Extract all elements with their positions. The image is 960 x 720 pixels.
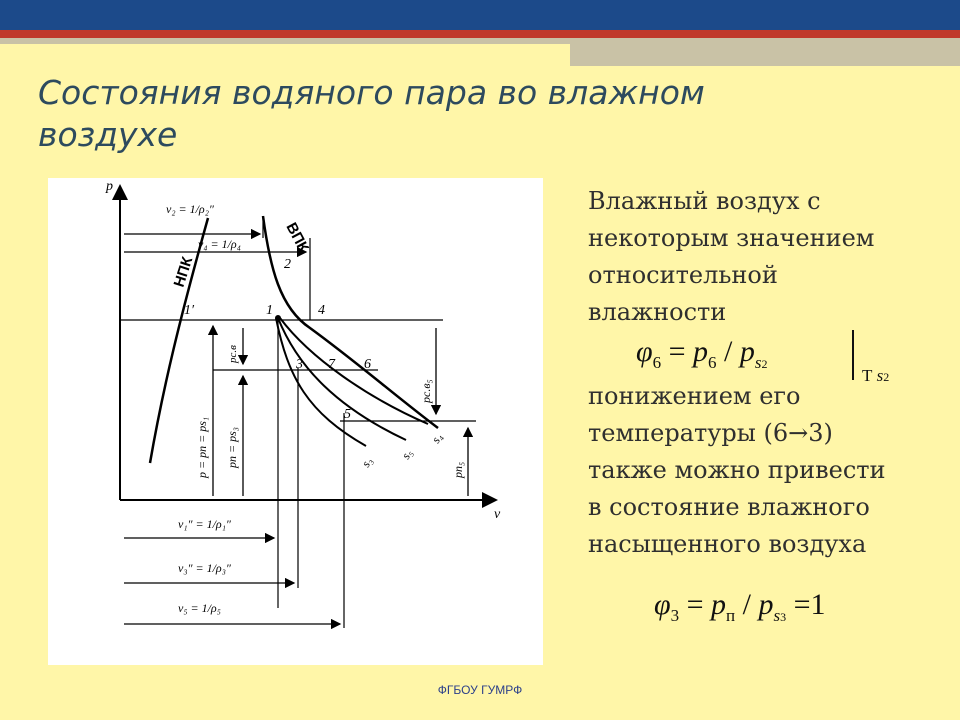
header-bar-right <box>570 44 960 66</box>
dim-label-v1: v₁″ = 1/ρ₁″ <box>178 517 232 531</box>
formula-phi6: φ6 = p6 / ps2 <box>636 335 768 372</box>
dim-label-p: p = pп = ps₁ <box>195 417 209 479</box>
text-line-2: некоторым значением <box>588 224 875 252</box>
slide-title: Состояния водяного пара во влажном возду… <box>38 73 705 154</box>
point-label-2: 2 <box>284 257 291 272</box>
dim-label-pn5: pп₅ <box>451 462 465 479</box>
footer-org: ФГБОУ ГУМРФ <box>437 683 523 697</box>
header-bar-blue <box>0 0 960 30</box>
dim-label-pn-ps3: pп = ps₃ <box>225 427 239 469</box>
pv-diagram-svg: p v НПК ВПК 1 1′ 2 3 4 5 6 7 s₃ s₅ s₄ v₂… <box>105 179 501 630</box>
point-label-5: 5 <box>344 407 351 422</box>
explanation-text: Влажный воздух с некоторым значением отн… <box>588 183 958 331</box>
dim-label-v3: v₃″ = 1/ρ₃″ <box>178 561 232 575</box>
dim-label-pcv5: pс.в₅ <box>419 379 433 404</box>
text-line-6: температуры (6→3) <box>588 419 833 447</box>
axis-p-label: p <box>105 179 113 194</box>
formula-phi3: φ3 = pп / ps3 =1 <box>654 588 826 625</box>
pv-diagram: p v НПК ВПК 1 1′ 2 3 4 5 6 7 s₃ s₅ s₄ v₂… <box>48 178 543 665</box>
point-label-7: 7 <box>328 357 336 372</box>
isotherm-5 <box>277 317 407 441</box>
formula-eval-subscript: T s2 <box>862 366 890 385</box>
text-line-5: понижением его <box>588 382 801 410</box>
point-label-4: 4 <box>318 303 325 318</box>
dim-label-v4: v₄ = 1/ρ₄ <box>198 237 241 251</box>
point-label-6: 6 <box>364 357 371 372</box>
point-label-3: 3 <box>295 357 303 372</box>
point-label-1: 1 <box>266 303 273 318</box>
text-line-9: насыщенного воздуха <box>588 530 867 558</box>
dim-label-v5: v₅ = 1/ρ₅ <box>178 601 221 615</box>
point-label-1prime: 1′ <box>184 303 195 318</box>
isotherm-6 <box>279 317 429 425</box>
npk-curve <box>148 217 210 464</box>
vpk-curve <box>261 215 439 429</box>
dim-label-v2: v₂ = 1/ρ₂″ <box>166 202 215 216</box>
curve-end-s3: s₃ <box>358 455 375 470</box>
text-line-3: относительной <box>588 261 778 289</box>
text-line-1: Влажный воздух с <box>588 187 821 215</box>
header-bar-red <box>0 30 960 38</box>
dim-label-pcv: pс.в <box>227 345 239 364</box>
axis-v-label: v <box>494 507 501 522</box>
isotherm-3 <box>275 317 367 447</box>
explanation-text-2: понижением его температуры (6→3) также м… <box>588 378 958 563</box>
text-line-7: также можно привести <box>588 456 886 484</box>
header-bar-grey <box>0 38 960 44</box>
formula-eval-bar <box>852 330 854 380</box>
text-line-8: в состояние влажного <box>588 493 870 521</box>
curve-end-s5: s₅ <box>398 447 415 462</box>
text-line-4: влажности <box>588 298 727 326</box>
curve-end-s4: s₄ <box>428 431 445 446</box>
vpk-label: ВПК <box>282 220 312 256</box>
